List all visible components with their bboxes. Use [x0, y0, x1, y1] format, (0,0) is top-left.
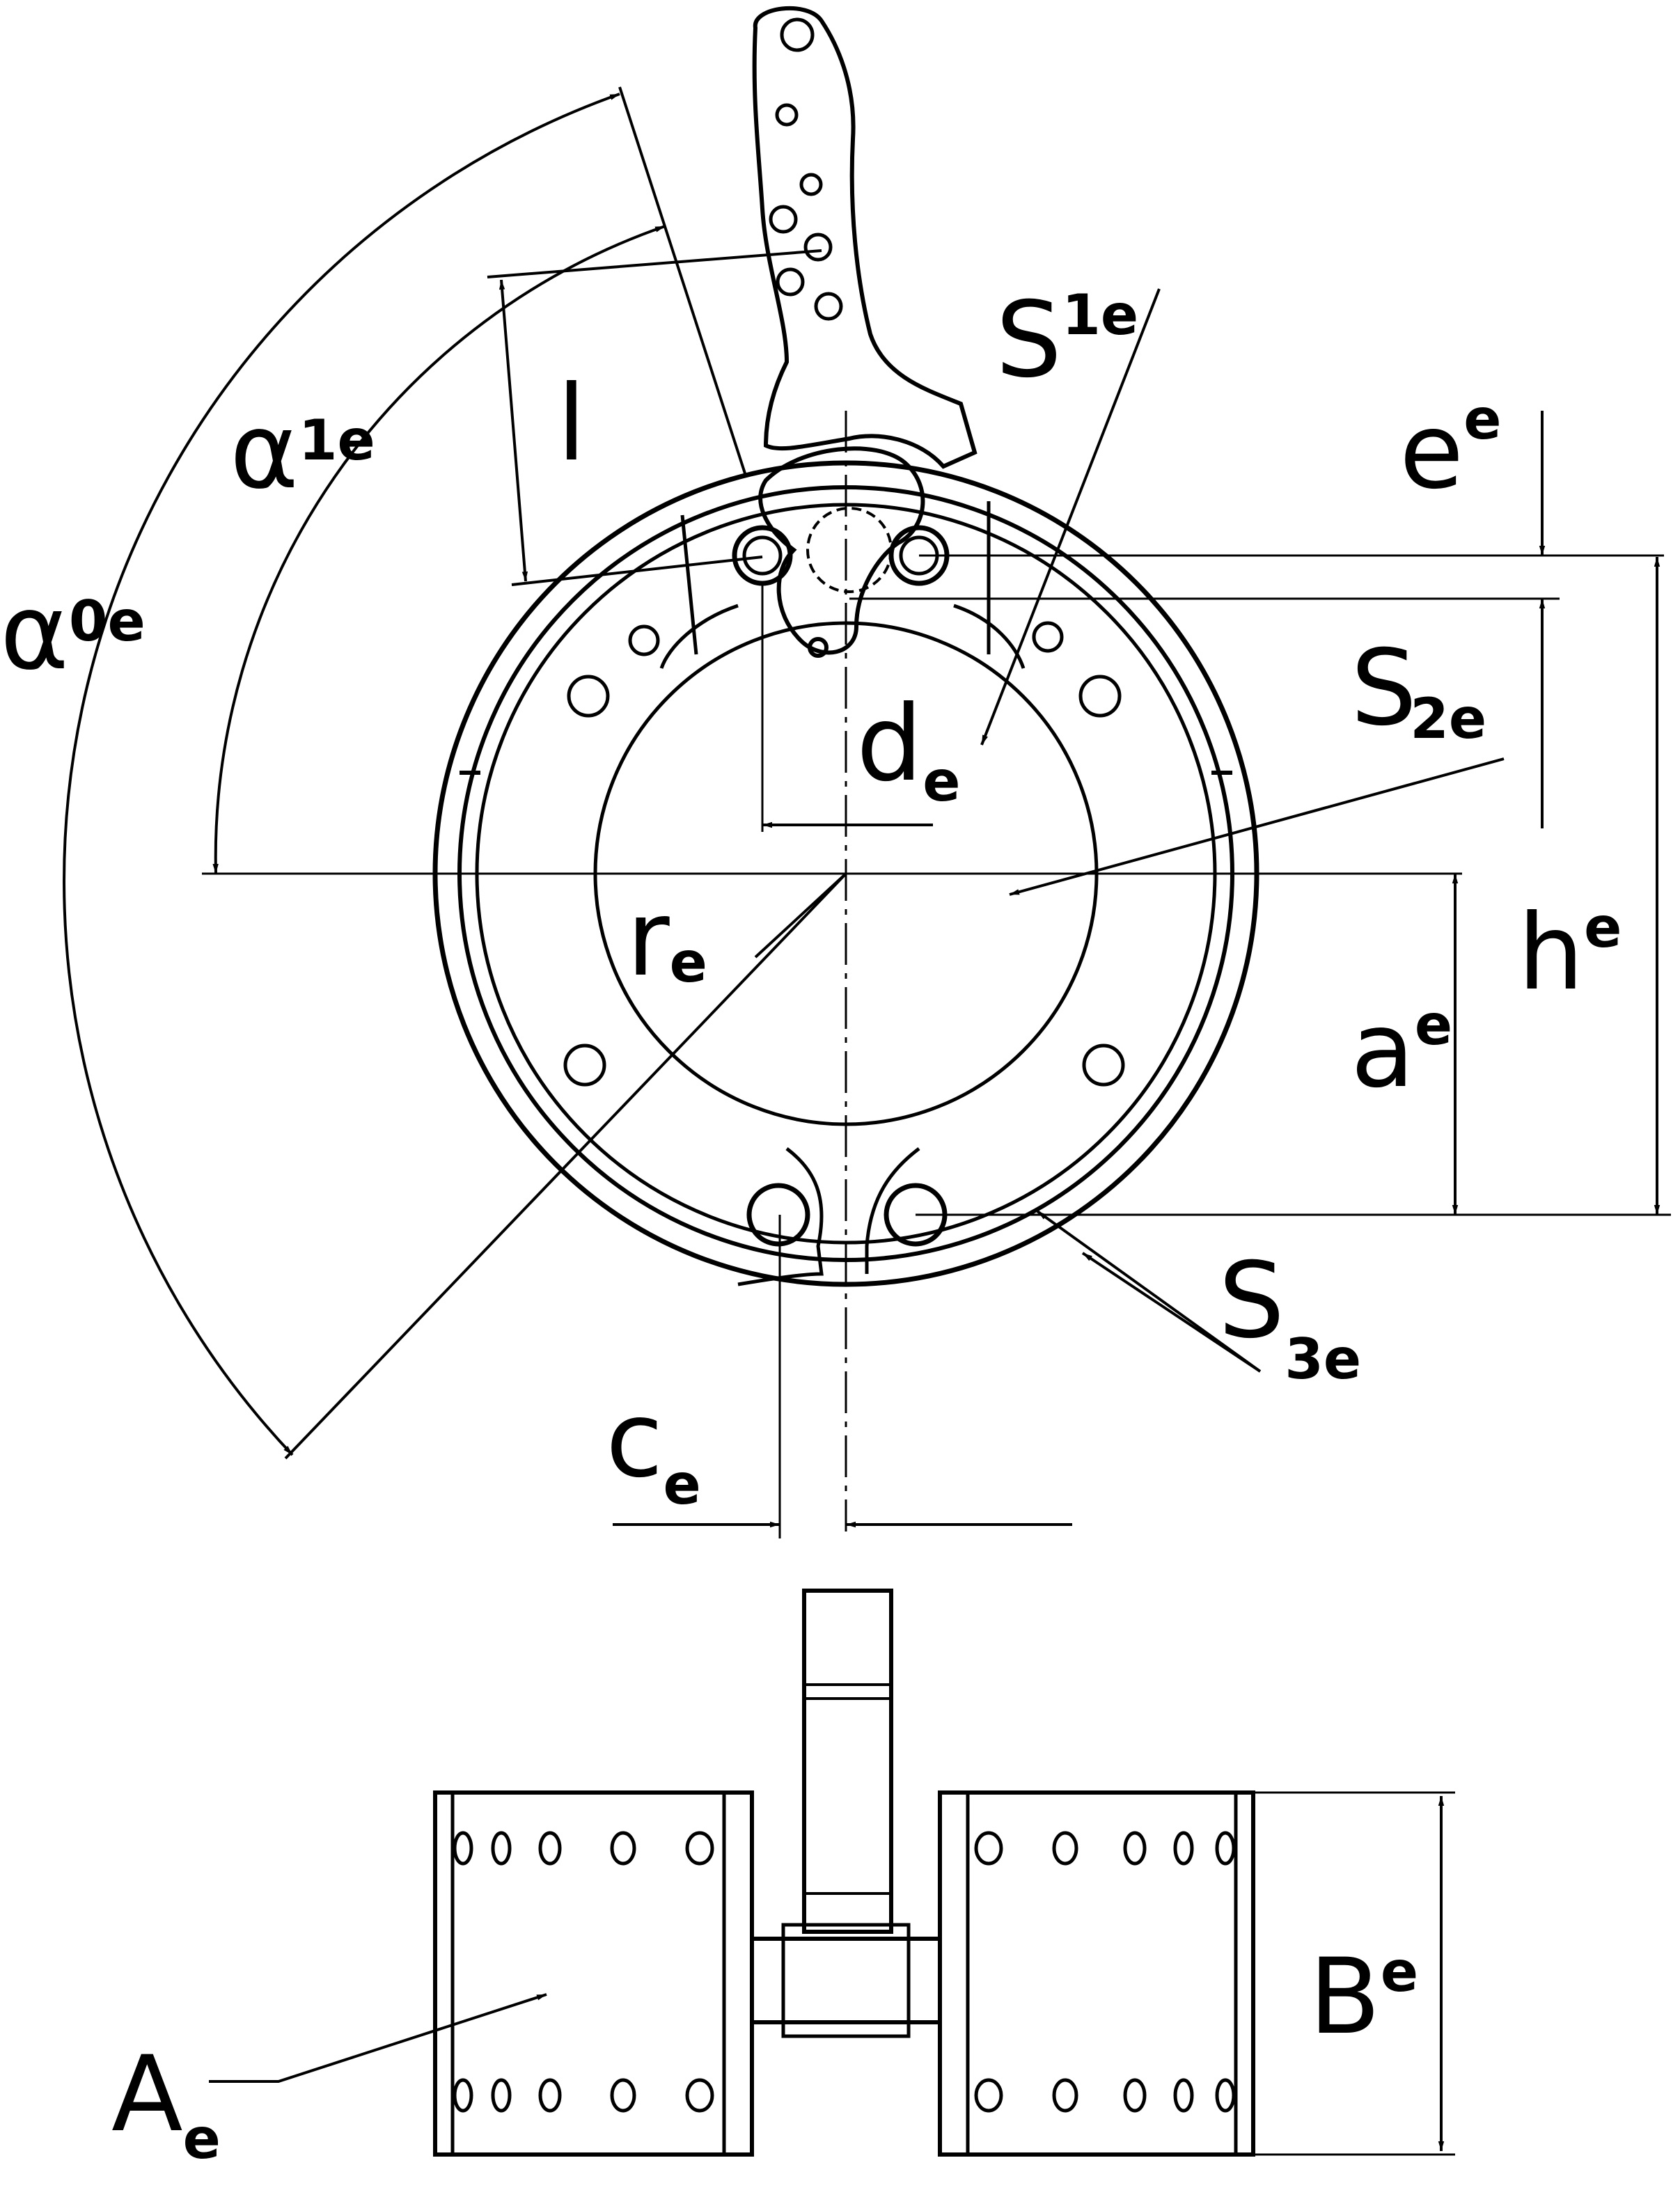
brake-drum-front-view	[202, 6, 1455, 1531]
alpha0-ray-top	[618, 86, 746, 474]
label-s1: S1e	[996, 280, 1138, 401]
lever-hole	[803, 233, 833, 262]
labels: α0e α1e l S1e ee S2e de re ae he S3e	[0, 280, 1622, 2171]
label-de: de	[856, 684, 960, 814]
label-ae-area: Ae	[111, 2034, 221, 2171]
anchor-pin-left	[746, 1183, 810, 1247]
l-ext-bottom	[511, 556, 763, 586]
label-he: he	[1518, 892, 1622, 1014]
shoe-hole	[563, 1044, 606, 1087]
cam-bolt	[808, 637, 829, 658]
rivet-row-bottom	[453, 2078, 1236, 2113]
camshaft-upper	[802, 1589, 893, 1934]
lever-hole	[769, 205, 798, 234]
shoe-left-body	[433, 1790, 754, 2157]
l-dim	[498, 279, 528, 582]
alpha0-arc	[63, 93, 620, 1456]
l-ext-top	[487, 249, 822, 278]
label-alpha0: α0e	[0, 572, 146, 693]
brake-shoes-side-view	[209, 1589, 1455, 2157]
label-ae: ae	[1351, 990, 1452, 1111]
lever-hole	[780, 17, 815, 52]
label-l: l	[557, 363, 586, 485]
shoe-web-left	[659, 514, 739, 669]
shoe-hole	[567, 675, 610, 718]
dimension-lines	[63, 86, 1671, 1538]
s3-leader	[1036, 1210, 1262, 1373]
cam-block	[750, 1937, 942, 2024]
ae-leader	[209, 1993, 547, 2083]
rivet-row-top	[453, 1831, 1236, 1866]
upper-pin-left-inner	[742, 535, 783, 576]
shoe-hole	[1082, 1044, 1125, 1087]
alpha0-ray-bottom	[284, 872, 847, 1460]
shoe-hole	[1078, 675, 1122, 718]
shoe-web-right	[953, 501, 1026, 669]
label-s3: S3e	[1218, 1241, 1361, 1392]
s1-leader	[980, 288, 1161, 746]
re-leader	[754, 872, 847, 959]
lever-hole	[814, 292, 843, 321]
shoe-end-right	[865, 1147, 920, 1274]
label-ce: ce	[606, 1380, 701, 1517]
label-s2: S2e	[1351, 628, 1486, 751]
lever-hole	[799, 173, 823, 196]
slack-adjuster-lever	[752, 6, 978, 469]
lever-hole	[776, 267, 805, 297]
s-cam-head	[758, 446, 925, 655]
lever-hole	[775, 103, 799, 127]
s2-leader	[1009, 757, 1505, 896]
s3-leader-2	[1081, 1252, 1262, 1373]
shoe-end-left	[737, 1147, 824, 1286]
shoe-hole	[1032, 621, 1064, 653]
alpha1-arc	[212, 225, 666, 874]
cam-shaft-circle	[806, 507, 893, 593]
label-alpha1: α1e	[230, 391, 375, 512]
label-re: re	[627, 879, 707, 1000]
label-ee: ee	[1399, 387, 1502, 512]
shoe-right-body	[938, 1790, 1255, 2157]
shoe-hole	[628, 624, 660, 656]
label-be: Be	[1309, 1937, 1418, 2058]
cam-block-inner	[781, 1923, 911, 2038]
